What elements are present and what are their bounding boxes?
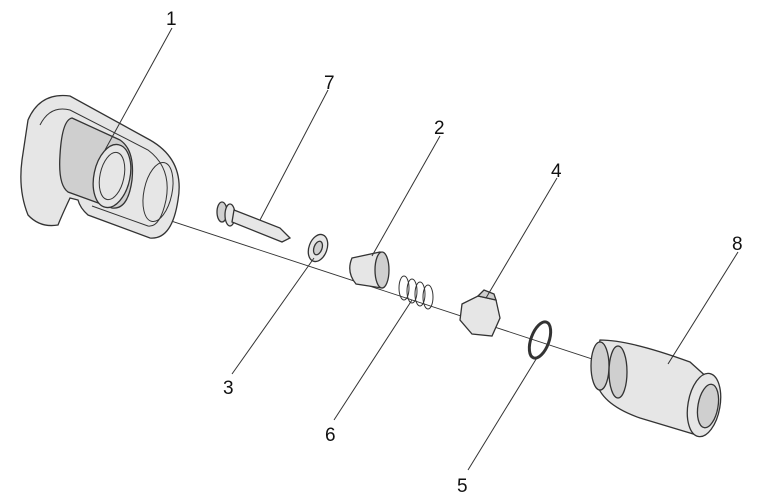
part-7-pin xyxy=(216,201,292,243)
part-2-cone xyxy=(349,251,390,289)
callout-5: 5 xyxy=(457,476,468,497)
part-8-fitting xyxy=(590,339,722,438)
part-4-latch xyxy=(459,289,501,337)
callout-2: 2 xyxy=(434,118,445,139)
part-1-clip xyxy=(20,94,180,239)
callout-1: 1 xyxy=(166,9,177,30)
part-6-spring xyxy=(398,275,434,310)
part-3-washer xyxy=(307,233,329,263)
leader-lines xyxy=(104,27,739,471)
callout-4: 4 xyxy=(551,161,562,182)
callout-6: 6 xyxy=(325,425,336,446)
part-5-ring xyxy=(527,320,553,360)
callout-3: 3 xyxy=(223,378,234,399)
callout-7: 7 xyxy=(324,73,335,94)
callout-8: 8 xyxy=(732,234,743,255)
